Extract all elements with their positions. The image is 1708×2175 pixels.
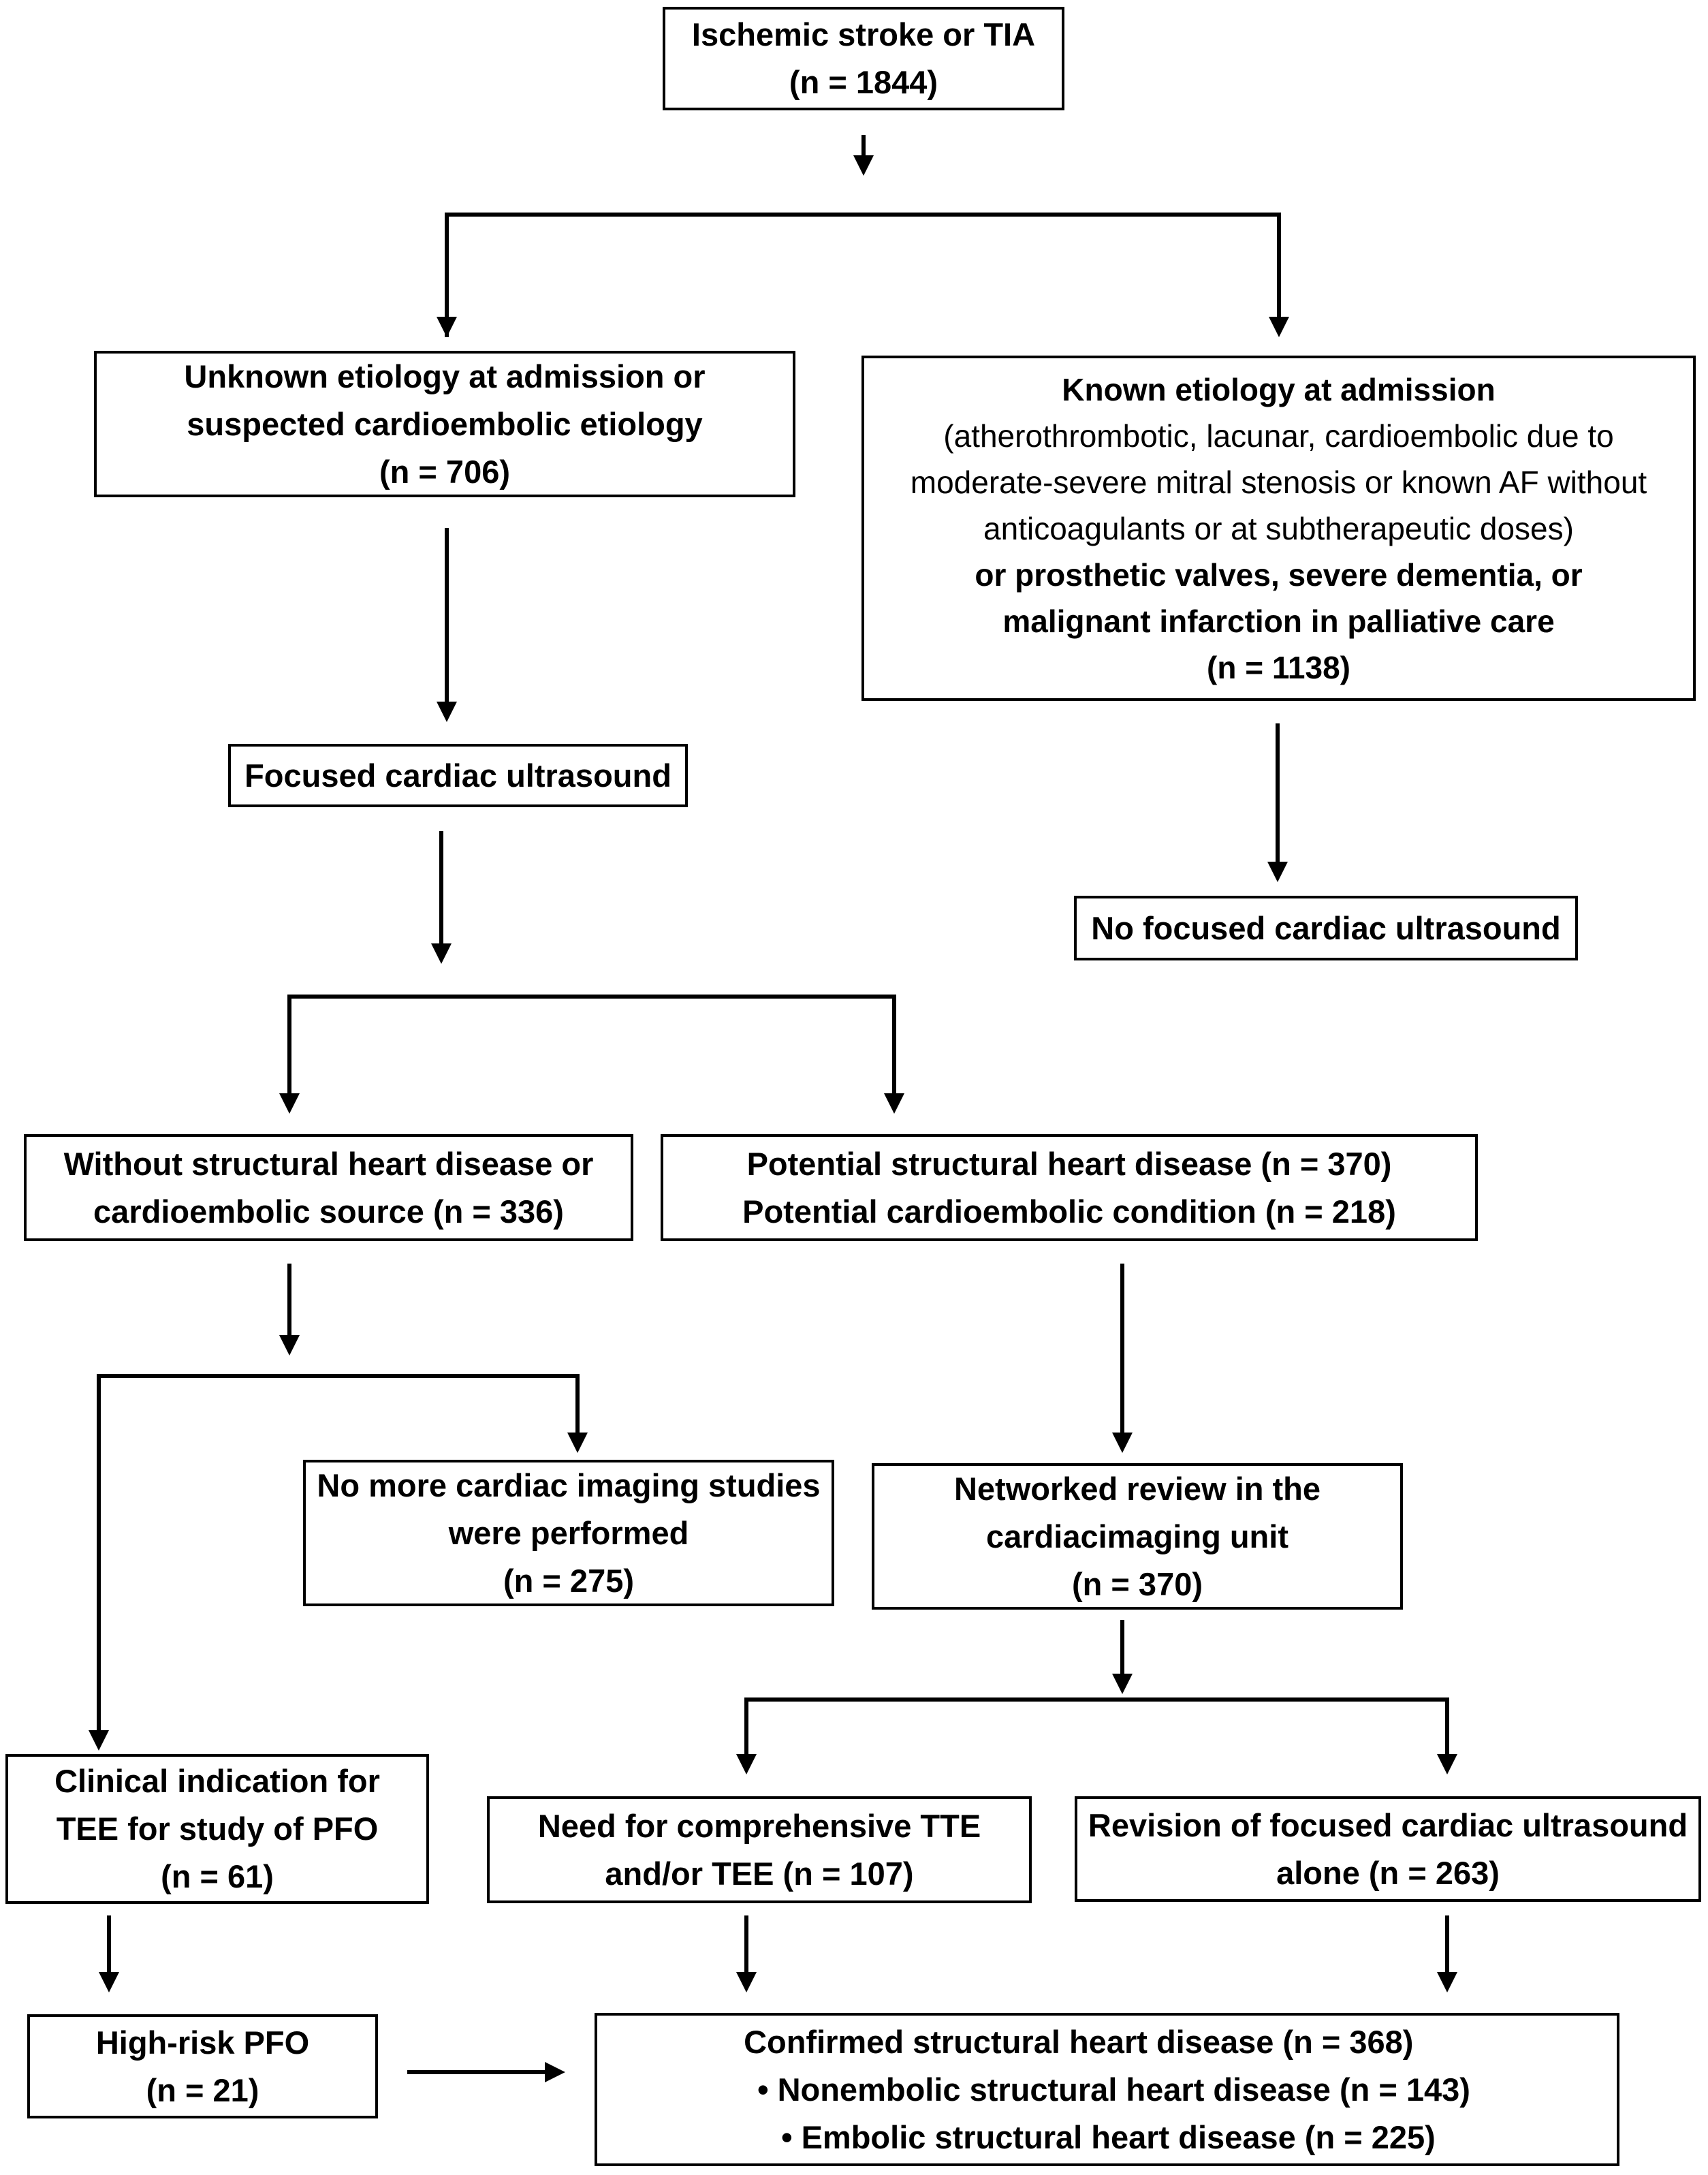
- comprehensive-tte-box: Need for comprehensive TTE and/or TEE (n…: [487, 1796, 1032, 1903]
- without-line1: Without structural heart disease or: [63, 1145, 594, 1182]
- connector-split-right: [744, 1697, 1449, 1757]
- confirmed-title: Confirmed structural heart disease (n = …: [744, 2023, 1414, 2060]
- stroke-tia-box: Ischemic stroke or TIA (n = 1844): [663, 7, 1064, 110]
- confirmed-bullet-embolic: • Embolic structural heart disease (n = …: [781, 2118, 1436, 2155]
- clinical-line1: Clinical indication for: [54, 1763, 380, 1799]
- networked-line2: cardiacimaging unit: [986, 1518, 1288, 1554]
- no-more-line2: were performed: [448, 1514, 689, 1551]
- highrisk-label: High-risk PFO: [95, 2024, 310, 2061]
- arrowhead: [1269, 317, 1289, 337]
- potential-structural-box: Potential structural heart disease (n = …: [661, 1134, 1478, 1241]
- networked-review-box: Networked review in the cardiacimaging u…: [872, 1463, 1403, 1610]
- confirmed-bullet-nonembolic: • Nonembolic structural heart disease (n…: [757, 2071, 1470, 2108]
- connector-split-mid: [287, 995, 896, 1097]
- arrowhead: [736, 1972, 757, 1992]
- focused-ultrasound-box: Focused cardiac ultrasound: [228, 744, 688, 807]
- focused-label: Focused cardiac ultrasound: [244, 757, 671, 794]
- no-more-count: (n = 275): [503, 1562, 634, 1599]
- arrowhead: [567, 1433, 588, 1453]
- stroke-title: Ischemic stroke or TIA: [691, 16, 1036, 52]
- revision-line2: alone (n = 263): [1276, 1854, 1500, 1891]
- high-risk-pfo-box: High-risk PFO (n = 21): [27, 2014, 378, 2118]
- no-more-imaging-box: No more cardiac imaging studies were per…: [303, 1460, 834, 1606]
- arrowhead: [853, 155, 874, 176]
- arrowhead: [99, 1972, 119, 1992]
- arrowhead: [545, 2062, 565, 2082]
- known-exclusion-1: or prosthetic valves, severe dementia, o…: [975, 557, 1583, 593]
- known-count: (n = 1138): [1207, 649, 1350, 685]
- known-detail-1: (atherothrombotic, lacunar, cardioemboli…: [943, 418, 1614, 454]
- known-etiology-box: Known etiology at admission (atherothrom…: [861, 356, 1696, 701]
- arrowhead: [736, 1754, 757, 1774]
- arrowhead: [1437, 1972, 1457, 1992]
- networked-line1: Networked review in the: [953, 1470, 1321, 1507]
- arrowhead: [89, 1730, 109, 1751]
- clinical-indication-box: Clinical indication for TEE for study of…: [5, 1754, 429, 1904]
- arrowhead: [437, 317, 457, 337]
- known-title: Known etiology at admission: [1062, 371, 1496, 407]
- arrowhead: [279, 1093, 300, 1114]
- arrowhead: [1112, 1433, 1133, 1453]
- clinical-count: (n = 61): [161, 1858, 274, 1894]
- highrisk-count: (n = 21): [146, 2071, 259, 2108]
- comprehensive-line2: and/or TEE (n = 107): [605, 1855, 914, 1892]
- no-focused-label: No focused cardiac ultrasound: [1091, 909, 1561, 946]
- stroke-count: (n = 1844): [789, 64, 938, 100]
- arrowhead: [1112, 1674, 1133, 1694]
- connector-split-left: [97, 1374, 580, 1734]
- revision-line1: Revision of focused cardiac ultrasound: [1088, 1806, 1688, 1843]
- no-more-line1: No more cardiac imaging studies: [317, 1467, 821, 1503]
- unknown-count: (n = 706): [379, 453, 510, 490]
- revision-focused-box: Revision of focused cardiac ultrasound a…: [1075, 1796, 1701, 1902]
- comprehensive-line1: Need for comprehensive TTE: [537, 1807, 981, 1844]
- without-structural-box: Without structural heart disease or card…: [24, 1134, 633, 1241]
- arrowhead: [437, 702, 457, 722]
- potential-line2: Potential cardioembolic condition (n = 2…: [742, 1193, 1396, 1230]
- arrowhead: [1437, 1754, 1457, 1774]
- known-detail-2: moderate-severe mitral stenosis or known…: [910, 464, 1647, 500]
- clinical-line2: TEE for study of PFO: [56, 1811, 379, 1847]
- no-focused-ultrasound-box: No focused cardiac ultrasound: [1074, 896, 1578, 960]
- arrowhead: [884, 1093, 904, 1114]
- networked-count: (n = 370): [1072, 1565, 1203, 1602]
- confirmed-structural-box: Confirmed structural heart disease (n = …: [595, 2013, 1619, 2166]
- unknown-line1: Unknown etiology at admission or: [184, 358, 706, 394]
- potential-line1: Potential structural heart disease (n = …: [746, 1145, 1392, 1182]
- arrowhead: [1267, 862, 1288, 882]
- confirmed-content: Confirmed structural heart disease (n = …: [744, 2018, 1470, 2161]
- unknown-line2: suspected cardioembolic etiology: [187, 405, 703, 442]
- connector-split-top: [445, 213, 1281, 337]
- without-line2: cardioembolic source (n = 336): [93, 1193, 564, 1230]
- arrowhead: [431, 943, 452, 964]
- unknown-etiology-box: Unknown etiology at admission or suspect…: [94, 351, 795, 497]
- known-detail-3: anticoagulants or at subtherapeutic dose…: [983, 510, 1574, 546]
- known-exclusion-2: malignant infarction in palliative care: [1002, 603, 1555, 639]
- arrowhead: [279, 1335, 300, 1356]
